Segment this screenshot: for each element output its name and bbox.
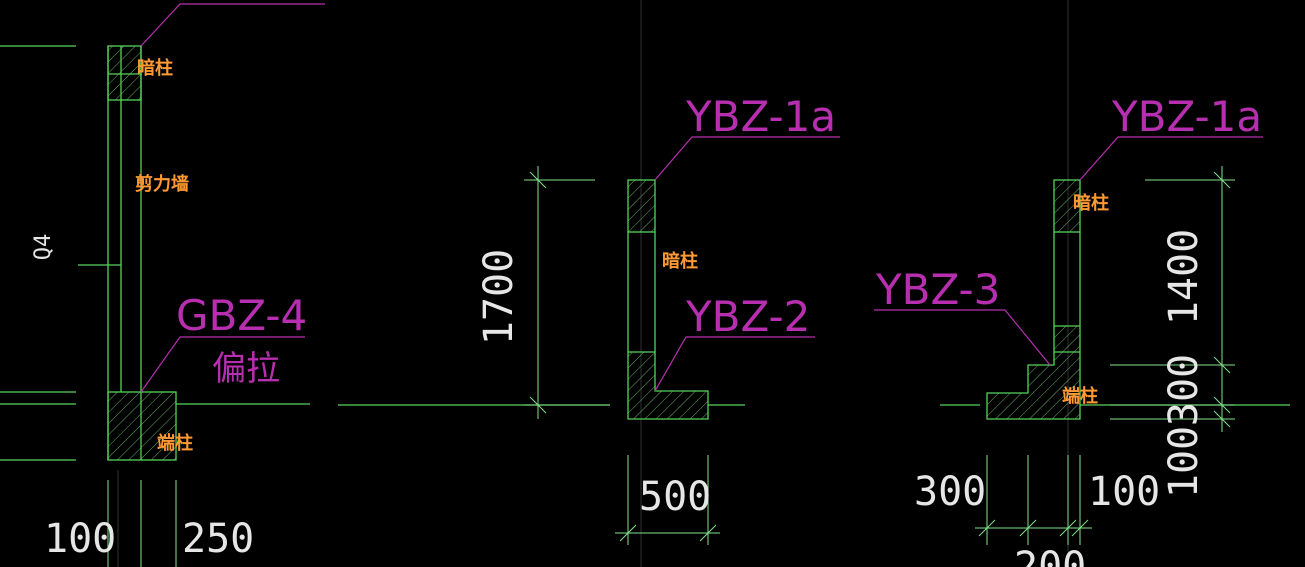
label-anzhu-middle: 暗柱 bbox=[662, 250, 698, 272]
dim-300-vertical: 300 bbox=[1161, 354, 1207, 426]
right-leaders bbox=[874, 136, 1263, 366]
tag-ybz-1a-middle: YBZ-1a bbox=[685, 92, 836, 141]
label-anzhu-right: 暗柱 bbox=[1073, 192, 1109, 214]
dim-500: 500 bbox=[639, 474, 711, 520]
dim-300-bottom: 300 bbox=[914, 469, 986, 515]
middle-dimension-lines bbox=[524, 166, 720, 545]
label-duanzhu-right: 端柱 bbox=[1062, 385, 1098, 407]
dim-250: 250 bbox=[182, 516, 254, 562]
label-jianliqiang: 剪力墙 bbox=[135, 173, 189, 195]
tag-gbz-4: GBZ-4 bbox=[176, 291, 307, 340]
tag-ybz-1a-right: YBZ-1a bbox=[1111, 92, 1262, 141]
left-leaders bbox=[140, 3, 325, 393]
left-dimension-lines bbox=[107, 480, 177, 567]
dim-100-vertical: 100 bbox=[1161, 426, 1207, 498]
tag-ybz-2: YBZ-2 bbox=[685, 292, 810, 341]
right-wall-assembly bbox=[940, 179, 1290, 420]
dim-100-bottom: 100 bbox=[1088, 469, 1160, 515]
tag-ybz-3: YBZ-3 bbox=[875, 265, 1000, 314]
middle-leaders bbox=[654, 136, 840, 392]
label-pianla: 偏拉 bbox=[212, 349, 280, 389]
dim-100-left: 100 bbox=[44, 516, 116, 562]
dim-left-axis-label: Q4 bbox=[31, 234, 56, 261]
right-dimension-lines bbox=[975, 166, 1235, 545]
left-wall-assembly bbox=[0, 45, 310, 461]
label-anzhu-left: 暗柱 bbox=[137, 57, 173, 79]
label-duanzhu-left: 端柱 bbox=[157, 432, 193, 454]
dim-200-bottom: 200 bbox=[1014, 544, 1086, 567]
dim-1400: 1400 bbox=[1161, 229, 1207, 325]
middle-wall-assembly bbox=[338, 179, 745, 420]
dim-1700: 1700 bbox=[476, 249, 522, 345]
